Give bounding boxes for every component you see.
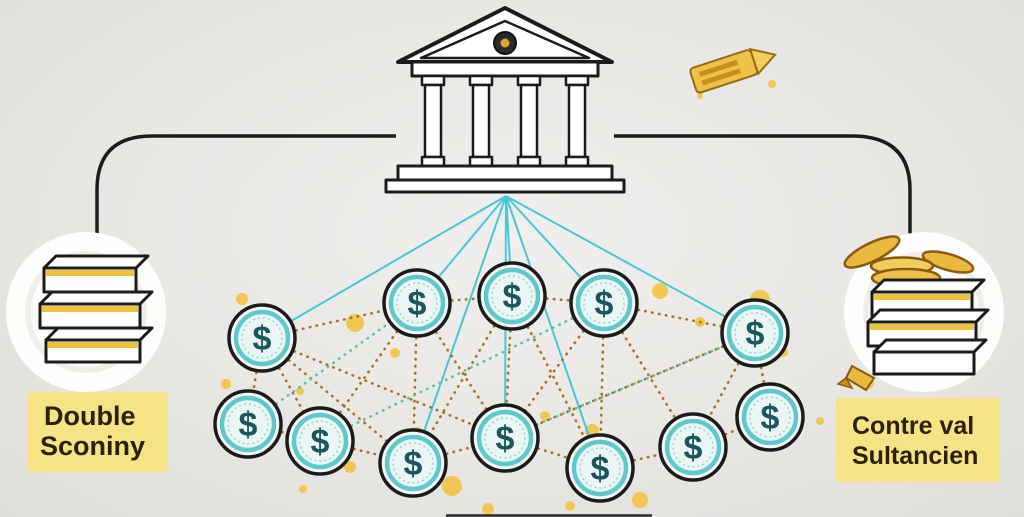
- coin-node-layer: $ $ $ $ $ $ $ $ $ $ $ $: [213, 261, 805, 503]
- dollar-symbol: $: [503, 278, 522, 316]
- paint-splash: [442, 476, 462, 496]
- right-caption-bg: [836, 398, 1000, 482]
- dollar-coin-node: $: [477, 261, 547, 331]
- dollar-coin-node: $: [470, 403, 540, 473]
- paint-splash: [565, 501, 575, 511]
- dollar-symbol: $: [684, 429, 703, 467]
- network-edge: [318, 439, 415, 465]
- ledger-stack-icon: [6, 232, 166, 392]
- dollar-symbol: $: [239, 406, 258, 444]
- left-caption-box: Double Sconiny: [28, 392, 168, 472]
- left-caption-line2: Sconiny: [40, 431, 145, 461]
- right-caption-box: Contre val Sultancien: [836, 398, 1000, 482]
- flying-gold-object-icon: [689, 47, 777, 94]
- dollar-coin-node: $: [735, 382, 805, 452]
- bank-ray-line: [412, 195, 507, 464]
- dollar-coin-node: $: [285, 406, 355, 476]
- connector-right-curve: [614, 134, 912, 240]
- left-caption-bg: [28, 392, 168, 472]
- right-caption-line2: Sultancien: [852, 442, 978, 470]
- paint-splash: [236, 293, 248, 305]
- left-caption-line1: Double: [44, 401, 136, 431]
- paint-splash: [346, 314, 364, 332]
- dollar-symbol: $: [591, 450, 610, 488]
- paint-splash: [482, 503, 494, 515]
- dollar-symbol: $: [496, 420, 515, 458]
- paint-splash: [540, 411, 550, 421]
- dollar-symbol: $: [408, 285, 427, 323]
- network-edge: [260, 336, 415, 465]
- paint-splash: [697, 93, 703, 99]
- bank-ray-line: [505, 195, 601, 469]
- dollar-coin-node: $: [213, 389, 283, 459]
- gold-coin-stack-icon: [836, 232, 1004, 392]
- dollar-coin-node: $: [565, 433, 635, 503]
- network-edge: [602, 301, 757, 335]
- dollar-coin-node: $: [720, 298, 790, 368]
- dollar-symbol: $: [746, 315, 765, 353]
- bank-emblem-dot: [500, 38, 510, 48]
- dollar-coin-node: $: [227, 303, 297, 373]
- paint-splash: [344, 461, 356, 473]
- paint-splash: [390, 348, 400, 358]
- dollar-coin-node: $: [382, 268, 452, 338]
- dollar-symbol: $: [595, 285, 614, 323]
- dollar-coin-node: $: [658, 412, 728, 482]
- paint-splash: [221, 379, 231, 389]
- dollar-symbol: $: [311, 423, 330, 461]
- right-caption-line1: Contre val: [852, 412, 974, 440]
- network-edge: [260, 336, 507, 440]
- dollar-coin-node: $: [378, 428, 448, 498]
- dollar-symbol: $: [761, 399, 780, 437]
- dollar-symbol: $: [253, 320, 272, 358]
- paint-splash: [296, 387, 304, 395]
- paint-splash: [632, 492, 648, 508]
- paint-splash: [816, 417, 824, 425]
- bank-building-icon: [384, 6, 626, 194]
- gold-pen-icon: [836, 364, 876, 392]
- paint-splash: [299, 485, 307, 493]
- dollar-coin-node: $: [569, 268, 639, 338]
- connector-left-curve: [95, 134, 396, 238]
- bank-ray-line: [261, 195, 507, 339]
- bank-columns: [420, 74, 590, 168]
- paint-splash: [652, 283, 668, 299]
- dollar-symbol: $: [404, 445, 423, 483]
- paint-splash: [768, 80, 776, 88]
- bank-ray-line: [505, 195, 756, 334]
